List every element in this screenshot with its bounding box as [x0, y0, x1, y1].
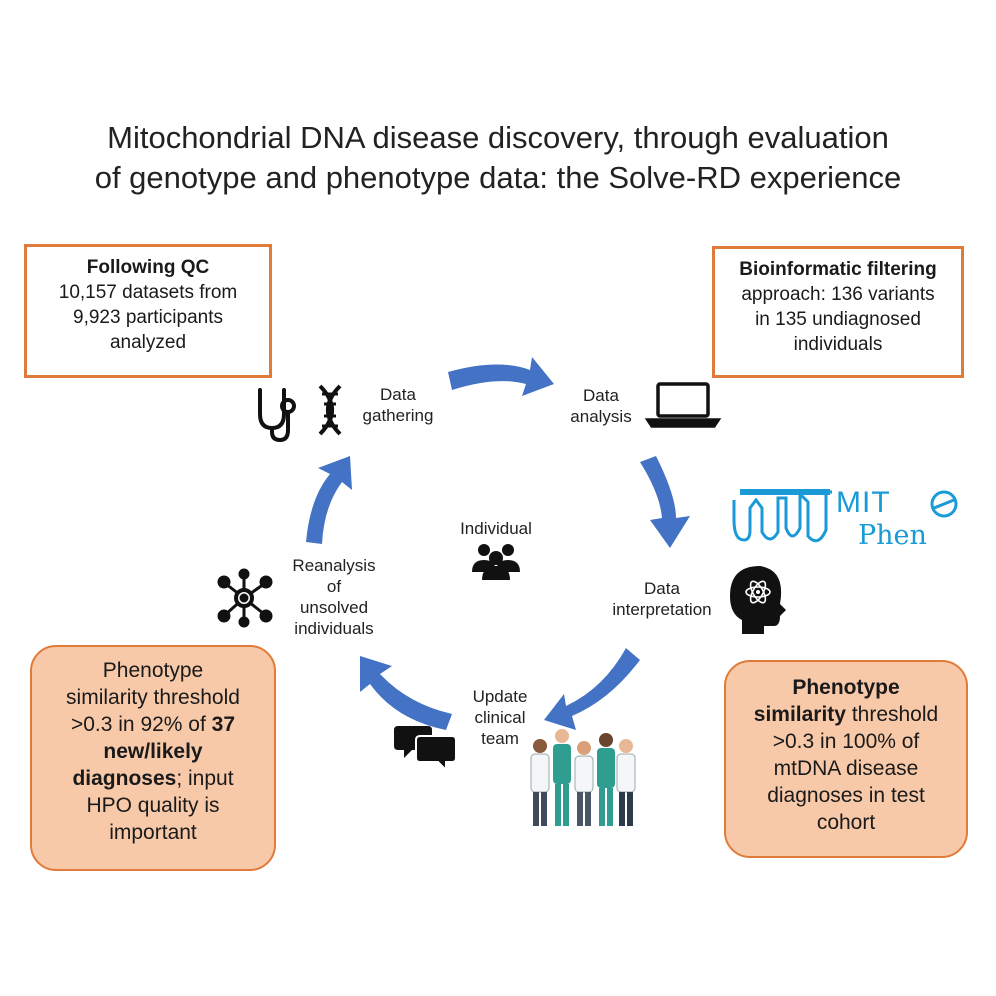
left-result-line-3: >0.3 in 92% of 37: [32, 711, 274, 738]
right-result-line-6: cohort: [816, 811, 876, 834]
label-update-1: Update: [472, 687, 528, 706]
left-result-line-4: new/likely: [103, 740, 203, 763]
label-data-gathering: Data gathering: [350, 384, 446, 426]
label-update-clinical-team: Update clinical team: [456, 686, 544, 749]
qc-line-3: analyzed: [109, 332, 187, 353]
brain-atom-icon: [730, 566, 786, 634]
title-line-2: of genotype and phenotype data: the Solv…: [94, 160, 902, 195]
label-data-gathering-2: gathering: [362, 406, 434, 425]
bioinfo-heading: Bioinformatic filtering: [739, 259, 937, 280]
arrow-update-to-reanalysis: [360, 656, 452, 730]
right-result-line-2: similarity threshold: [726, 701, 966, 728]
label-reanalysis-3: unsolved: [299, 598, 369, 617]
label-reanalysis-4: individuals: [294, 619, 374, 638]
label-reanalysis: Reanalysis of unsolved individuals: [278, 555, 390, 639]
clinical-team-illustration: [530, 729, 636, 826]
left-result-box: Phenotype similarity threshold >0.3 in 9…: [30, 645, 276, 871]
dna-icon: [318, 384, 342, 436]
network-icon: [217, 568, 273, 628]
people-group-icon: [472, 544, 520, 580]
qc-line-2: 9,923 participants: [73, 307, 223, 328]
label-data-interpretation-2: interpretation: [612, 600, 712, 619]
label-data-interpretation-1: Data: [644, 579, 680, 598]
left-result-line-7: important: [109, 821, 197, 844]
mitophen-logo-graphic: [732, 489, 958, 543]
qc-line-1: 10,157 datasets from: [58, 282, 238, 303]
label-data-interpretation: Data interpretation: [596, 578, 728, 620]
label-reanalysis-1: Reanalysis: [292, 556, 376, 575]
laptop-icon: [644, 382, 722, 428]
right-result-line-1: Phenotype: [792, 676, 900, 699]
label-data-analysis-2: analysis: [570, 407, 632, 426]
bioinfo-line-2: in 135 undiagnosed: [755, 309, 921, 330]
label-update-2: clinical: [474, 708, 526, 727]
label-data-gathering-1: Data: [380, 385, 416, 404]
arrow-reanalysis-to-gathering: [306, 456, 352, 544]
left-result-line-2: similarity threshold: [66, 686, 240, 709]
right-result-line-4: mtDNA disease: [773, 757, 919, 780]
left-result-line-3-text: >0.3 in 92% of: [70, 713, 212, 736]
stethoscope-icon: [258, 388, 296, 443]
label-data-analysis-1: Data: [583, 386, 619, 405]
left-result-diagnoses: diagnoses: [72, 767, 177, 790]
mitophen-logo-phen: Phen: [858, 520, 927, 551]
title-line-1: Mitochondrial DNA disease discovery, thr…: [107, 120, 889, 155]
label-data-analysis: Data analysis: [556, 385, 646, 427]
right-result-line-3: >0.3 in 100% of: [772, 730, 920, 753]
label-update-3: team: [481, 729, 519, 748]
left-result-line-6: HPO quality is: [86, 794, 220, 817]
label-individual: Individual: [446, 518, 546, 539]
right-result-line-2-text: threshold: [845, 703, 939, 726]
label-reanalysis-2: of: [326, 577, 342, 596]
right-result-line-5: diagnoses in test: [767, 784, 925, 807]
page-title: Mitochondrial DNA disease discovery, thr…: [20, 118, 976, 198]
left-result-line-5: diagnoses; input: [32, 765, 274, 792]
left-result-line-1: Phenotype: [102, 659, 204, 682]
qc-heading: Following QC: [86, 257, 210, 278]
arrow-analysis-to-interpretation: [640, 456, 690, 548]
bioinfo-line-1: approach: 136 variants: [741, 284, 935, 305]
chat-bubbles-icon: [394, 726, 457, 773]
arrow-gathering-to-analysis: [448, 357, 554, 396]
left-result-line-5-text: ; input: [176, 767, 234, 790]
arrow-interpretation-to-update: [544, 648, 640, 730]
label-individual-text: Individual: [460, 519, 532, 538]
mitophen-logo-mito: MIT: [836, 486, 891, 519]
bioinfo-line-3: individuals: [793, 334, 883, 355]
left-result-count: 37: [211, 713, 236, 736]
bioinfo-box: Bioinformatic filtering approach: 136 va…: [712, 246, 964, 378]
right-result-box: Phenotype similarity threshold >0.3 in 1…: [724, 660, 968, 858]
qc-box: Following QC 10,157 datasets from 9,923 …: [24, 244, 272, 378]
right-result-similarity: similarity: [753, 703, 846, 726]
